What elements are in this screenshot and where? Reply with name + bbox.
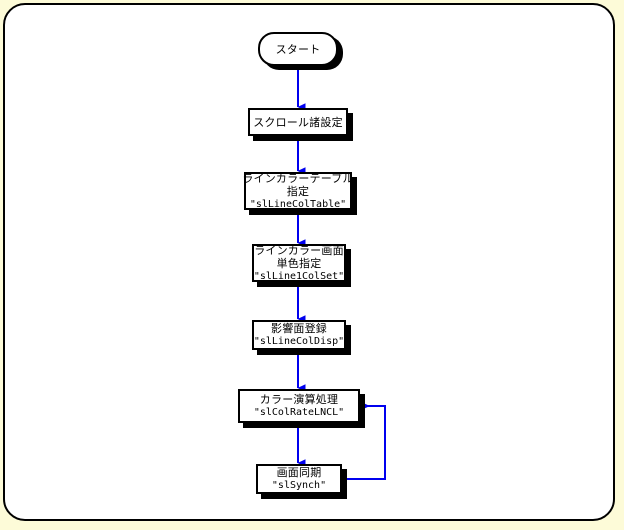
node-start-label: スタート [275, 42, 321, 56]
node-line-color-screen-label2: 単色指定 [276, 256, 322, 270]
node-affected-surface[interactable]: 影響面登録 "slLineColDisp" [252, 320, 346, 350]
node-line-color-table-code: "slLineColTable" [249, 198, 347, 210]
node-start[interactable]: スタート [258, 32, 338, 66]
node-line-color-table[interactable]: ラインカラーテーブル 指定 "slLineColTable" [242, 171, 354, 210]
node-line-color-table-label2: 指定 [286, 184, 310, 198]
node-affected-surface-label: 影響面登録 [271, 322, 327, 335]
node-scroll-settings-label: スクロール諸設定 [253, 115, 343, 129]
node-affected-surface-code: "slLineColDisp" [253, 336, 345, 347]
node-line-color-screen-code: "slLine1ColSet" [253, 270, 345, 282]
node-line-color-screen-label: ラインカラー画面 [254, 243, 344, 257]
node-line-color-table-label: ラインカラーテーブル [242, 171, 354, 185]
node-screen-sync-label: 画面同期 [276, 466, 322, 479]
node-line-color-screen[interactable]: ラインカラー画面 単色指定 "slLine1ColSet" [252, 244, 346, 282]
node-screen-sync-code: "slSynch" [271, 480, 327, 491]
node-scroll-settings[interactable]: スクロール諸設定 [248, 108, 348, 136]
node-screen-sync[interactable]: 画面同期 "slSynch" [256, 464, 342, 494]
node-color-calc-label: カラー演算処理 [259, 393, 339, 406]
node-color-calc[interactable]: カラー演算処理 "slColRateLNCL" [238, 389, 360, 423]
node-color-calc-code: "slColRateLNCL" [253, 407, 345, 418]
